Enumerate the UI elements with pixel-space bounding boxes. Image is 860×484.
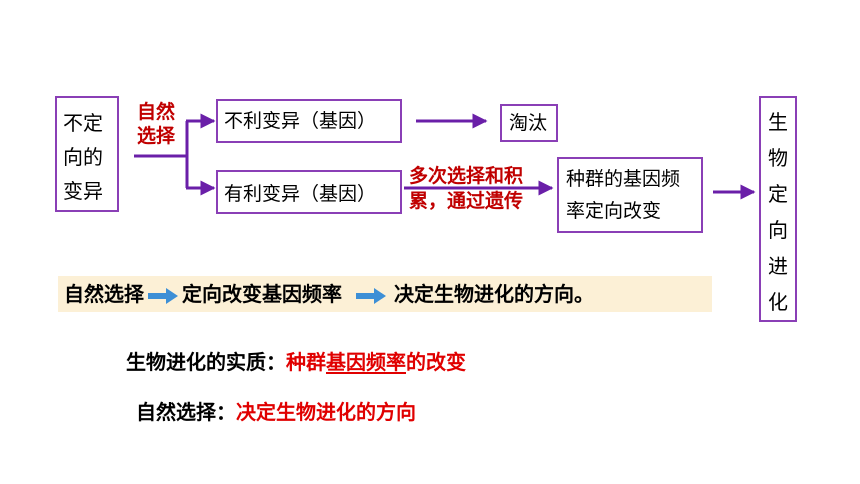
summary-part-2: 定向改变基因频率 xyxy=(182,282,342,306)
unfavorable-variation-text: 不利变异（基因） xyxy=(224,110,377,132)
repeated-selection-label: 多次选择和积 累，通过遗传 xyxy=(409,164,523,214)
natural-selection-label: 自然 选择 xyxy=(137,100,175,148)
repeated-selection-line-2: 累，通过遗传 xyxy=(409,190,524,212)
role-value: 决定生物进化的方向 xyxy=(236,400,416,424)
essence-value-underlined: 基因频率 xyxy=(326,350,406,374)
gene-frequency-line-2: 率定向改变 xyxy=(566,200,662,222)
unfavorable-variation-box: 不利变异（基因） xyxy=(216,99,402,143)
evolution-char-3: 定 xyxy=(768,182,788,206)
summary-part-3: 决定生物进化的方向。 xyxy=(394,282,594,306)
evolution-char-4: 向 xyxy=(768,218,788,242)
natural-selection-line-1: 自然 xyxy=(137,101,176,123)
role-label: 自然选择： xyxy=(136,400,236,424)
variation-line-2: 向的 xyxy=(63,145,103,169)
essence-label: 生物进化的实质： xyxy=(126,350,286,374)
summary-part-1: 自然选择 xyxy=(64,282,144,306)
repeated-selection-line-1: 多次选择和积 xyxy=(409,165,524,187)
natural-selection-role-line: 自然选择：决定生物进化的方向 xyxy=(136,396,416,425)
evolution-char-6: 化 xyxy=(768,290,788,314)
summary-bar: 自然选择 定向改变基因频率 决定生物进化的方向。 xyxy=(58,276,712,312)
variation-box: 不定 向的 变异 xyxy=(55,96,119,212)
eliminated-text: 淘汰 xyxy=(509,112,548,134)
directed-evolution-box: 生 物 定 向 进 化 xyxy=(759,96,797,322)
gene-frequency-line-1: 种群的基因频 xyxy=(566,168,681,190)
evolution-char-5: 进 xyxy=(768,254,788,278)
right-arrow-icon xyxy=(356,287,386,304)
essence-line: 生物进化的实质：种群基因频率的改变 xyxy=(126,346,466,375)
evolution-char-1: 生 xyxy=(768,110,788,134)
favorable-variation-text: 有利变异（基因） xyxy=(224,183,377,205)
essence-value-prefix: 种群 xyxy=(286,350,326,374)
evolution-char-2: 物 xyxy=(768,146,788,170)
gene-frequency-box: 种群的基因频 率定向改变 xyxy=(557,157,703,233)
variation-line-1: 不定 xyxy=(63,111,103,135)
variation-line-3: 变异 xyxy=(63,179,103,203)
right-arrow-icon xyxy=(148,287,178,304)
essence-value-suffix: 的改变 xyxy=(406,350,466,374)
favorable-variation-box: 有利变异（基因） xyxy=(216,170,402,214)
eliminated-box: 淘汰 xyxy=(500,104,558,142)
natural-selection-line-2: 选择 xyxy=(137,125,176,147)
